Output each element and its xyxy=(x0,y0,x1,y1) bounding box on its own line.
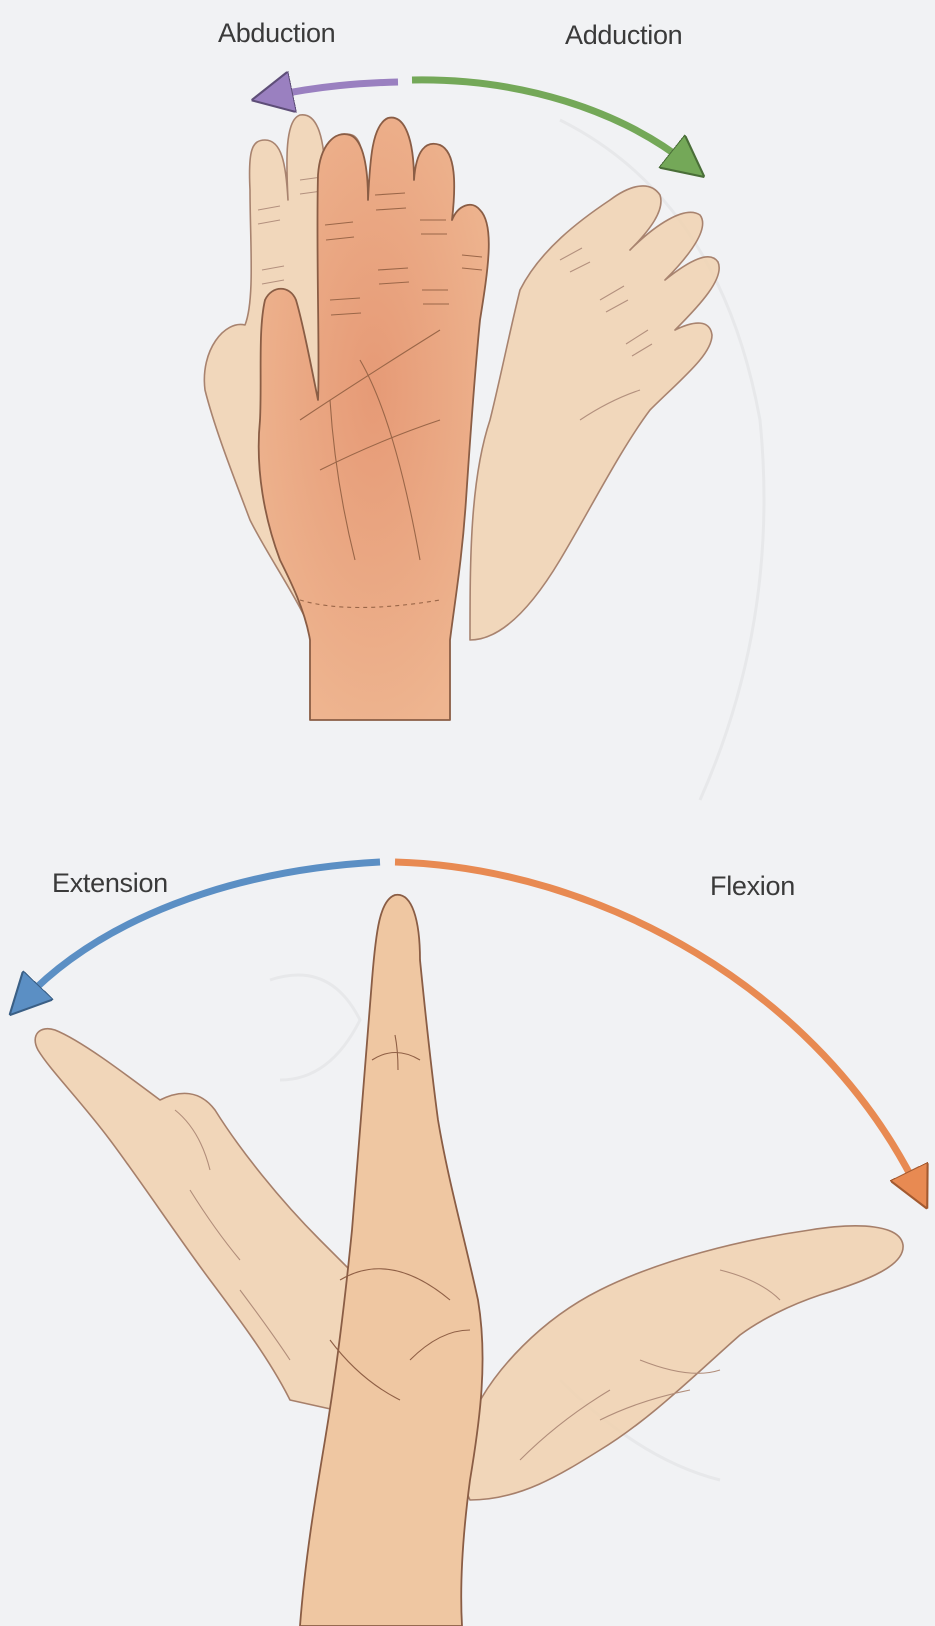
hand-adducted-position xyxy=(470,186,719,640)
hand-flexed-position xyxy=(461,1226,903,1500)
extension-flexion-group xyxy=(24,862,918,1626)
flexion-arrow xyxy=(395,862,918,1190)
abduction-label: Abduction xyxy=(218,18,335,49)
adduction-arrow xyxy=(412,80,688,164)
extension-label: Extension xyxy=(52,868,168,899)
flexion-label: Flexion xyxy=(710,871,795,902)
abduction-arrow xyxy=(272,82,398,96)
adduction-label: Adduction xyxy=(565,20,682,51)
hand-extended-position xyxy=(35,1029,380,1420)
